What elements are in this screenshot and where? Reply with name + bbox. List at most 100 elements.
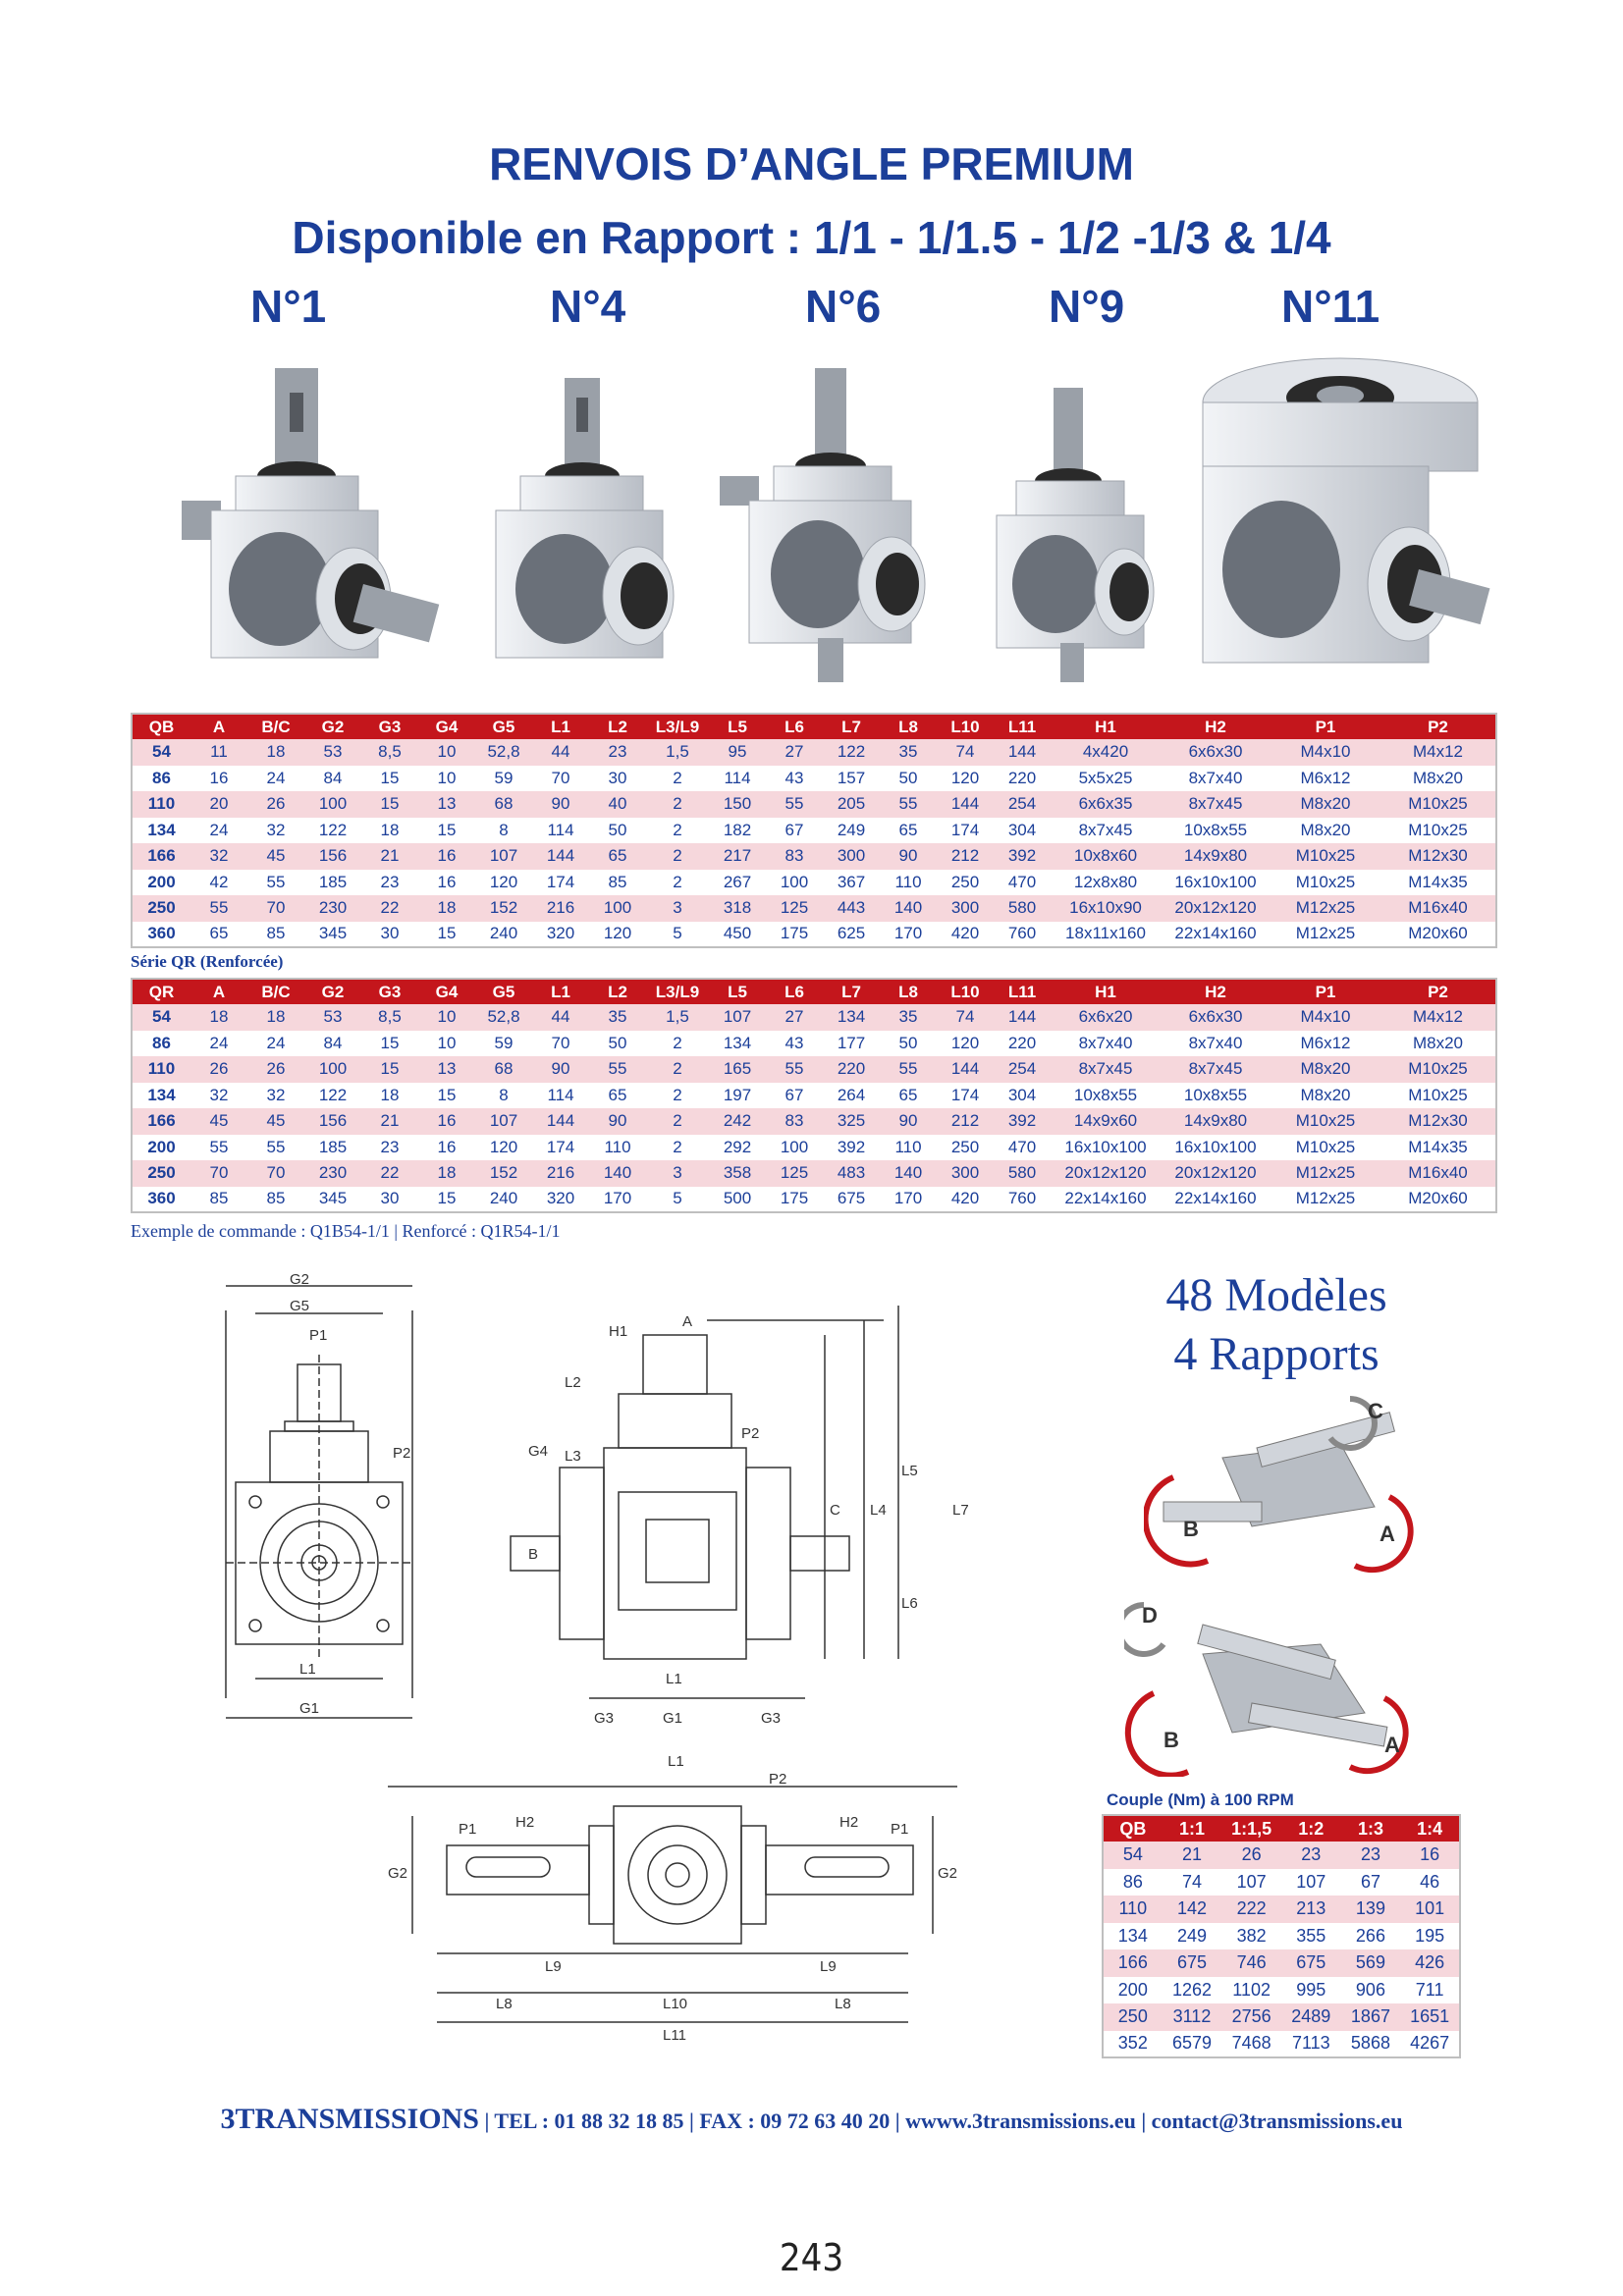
qr-table-cell: M12x30: [1380, 1108, 1496, 1135]
qb-table-cell: 760: [994, 921, 1051, 947]
qb-header-cell: L1: [532, 714, 589, 739]
qb-table-cell: 166: [132, 843, 190, 870]
qr-table-cell: 360: [132, 1186, 190, 1212]
dim-label-p1-left: P1: [459, 1821, 477, 1838]
torque-table-cell: 213: [1280, 1896, 1341, 1923]
dim-label-l3: L3: [565, 1448, 581, 1465]
qr-table-cell: 320: [532, 1186, 589, 1212]
qb-table-cell: 15: [418, 921, 475, 947]
rotation-label-b-bottom: B: [1163, 1728, 1179, 1752]
qr-table-cell: 86: [132, 1030, 190, 1056]
qb-header-cell: P2: [1380, 714, 1496, 739]
qr-table-cell: 185: [304, 1134, 361, 1160]
qr-table-cell: 120: [937, 1030, 994, 1056]
torque-table-cell: 200: [1103, 1976, 1163, 2003]
dim-label-a: A: [682, 1313, 693, 1330]
dim-label-l5: L5: [901, 1463, 918, 1479]
gear-rotation-diagram-bottom: D B A: [1124, 1585, 1424, 1777]
torque-table-cell: 382: [1221, 1922, 1281, 1949]
product-photo-n11: [1183, 339, 1497, 687]
qb-table-cell: 14x9x80: [1161, 843, 1271, 870]
qr-table-cell: 22x14x160: [1051, 1186, 1161, 1212]
qb-table-cell: 84: [304, 765, 361, 791]
torque-table-cell: 1102: [1221, 1976, 1281, 2003]
qr-table-cell: M20x60: [1380, 1186, 1496, 1212]
qr-table-cell: 8: [475, 1082, 532, 1108]
qr-table-cell: 170: [880, 1186, 937, 1212]
qr-table-cell: 240: [475, 1186, 532, 1212]
torque-table-cell: 23: [1280, 1842, 1341, 1869]
qb-table-cell: 8,5: [361, 739, 418, 766]
qr-table-cell: 90: [589, 1108, 646, 1135]
qr-table-cell: 420: [937, 1186, 994, 1212]
qb-table-cell: 24: [247, 765, 304, 791]
qr-table-cell: 21: [361, 1108, 418, 1135]
qb-table-cell: 122: [304, 817, 361, 843]
qr-table-cell: 65: [880, 1082, 937, 1108]
qb-header-cell: L7: [823, 714, 880, 739]
qr-table-cell: 23: [361, 1134, 418, 1160]
qb-header-cell: B/C: [247, 714, 304, 739]
qb-table-cell: 15: [418, 817, 475, 843]
dim-label-l1: L1: [299, 1661, 316, 1678]
qr-table-cell: 304: [994, 1082, 1051, 1108]
qr-table-cell: 3: [646, 1160, 709, 1187]
footer-contact: 3TRANSMISSIONS | TEL : 01 88 32 18 85 | …: [0, 2103, 1623, 2136]
qr-table-cell: 125: [766, 1160, 823, 1187]
qr-table-cell: 580: [994, 1160, 1051, 1187]
qb-table-cell: 122: [823, 739, 880, 766]
dim-label-g1-side: G1: [663, 1710, 683, 1727]
qb-header-cell: L8: [880, 714, 937, 739]
torque-table-cell: 6579: [1162, 2030, 1222, 2057]
qb-table-cell: M20x60: [1380, 921, 1496, 947]
qb-table-cell: 23: [589, 739, 646, 766]
qr-table-cell: 300: [937, 1160, 994, 1187]
qr-table-cell: 242: [709, 1108, 766, 1135]
qb-table-cell: 16: [190, 765, 247, 791]
torque-table-cell: 266: [1340, 1922, 1401, 1949]
qb-table-cell: 110: [132, 791, 190, 818]
qb-table-cell: 216: [532, 895, 589, 922]
dim-label-l4: L4: [870, 1502, 887, 1519]
qr-header-cell: G4: [418, 979, 475, 1004]
qb-table-cell: 6x6x30: [1161, 739, 1271, 766]
qb-table-cell: 23: [361, 869, 418, 895]
qb-table-cell: 2: [646, 869, 709, 895]
qr-table-cell: 90: [532, 1056, 589, 1083]
qr-table-cell: 5: [646, 1186, 709, 1212]
model-label-9: N°9: [1049, 281, 1125, 332]
qr-header-cell: P1: [1271, 979, 1380, 1004]
qb-table-cell: 13: [418, 791, 475, 818]
qr-table-cell: 2: [646, 1108, 709, 1135]
qb-table-cell: 114: [709, 765, 766, 791]
qb-table-cell: 134: [132, 817, 190, 843]
qr-table-cell: 2: [646, 1056, 709, 1083]
qr-table-cell: 15: [418, 1082, 475, 1108]
qb-table-cell: 420: [937, 921, 994, 947]
qb-table-cell: 144: [532, 843, 589, 870]
qb-table-cell: 8x7x45: [1161, 791, 1271, 818]
qr-table-cell: 83: [766, 1108, 823, 1135]
qr-table-cell: 177: [823, 1030, 880, 1056]
qb-table-cell: 10x8x60: [1051, 843, 1161, 870]
qb-table-cell: M6x12: [1271, 765, 1380, 791]
qb-table-cell: 174: [532, 869, 589, 895]
promo-ratios: 4 Rapports: [1173, 1328, 1380, 1380]
qr-header-cell: B/C: [247, 979, 304, 1004]
dim-label-h1: H1: [609, 1323, 628, 1340]
torque-table-cell: 86: [1103, 1868, 1163, 1896]
qr-table-cell: M14x35: [1380, 1134, 1496, 1160]
qb-table-cell: 250: [937, 869, 994, 895]
qr-table-cell: 14x9x80: [1161, 1108, 1271, 1135]
qr-table-cell: 6x6x20: [1051, 1004, 1161, 1031]
qb-table-cell: 1,5: [646, 739, 709, 766]
qb-table-cell: 70: [247, 895, 304, 922]
qb-table-cell: 16x10x100: [1161, 869, 1271, 895]
